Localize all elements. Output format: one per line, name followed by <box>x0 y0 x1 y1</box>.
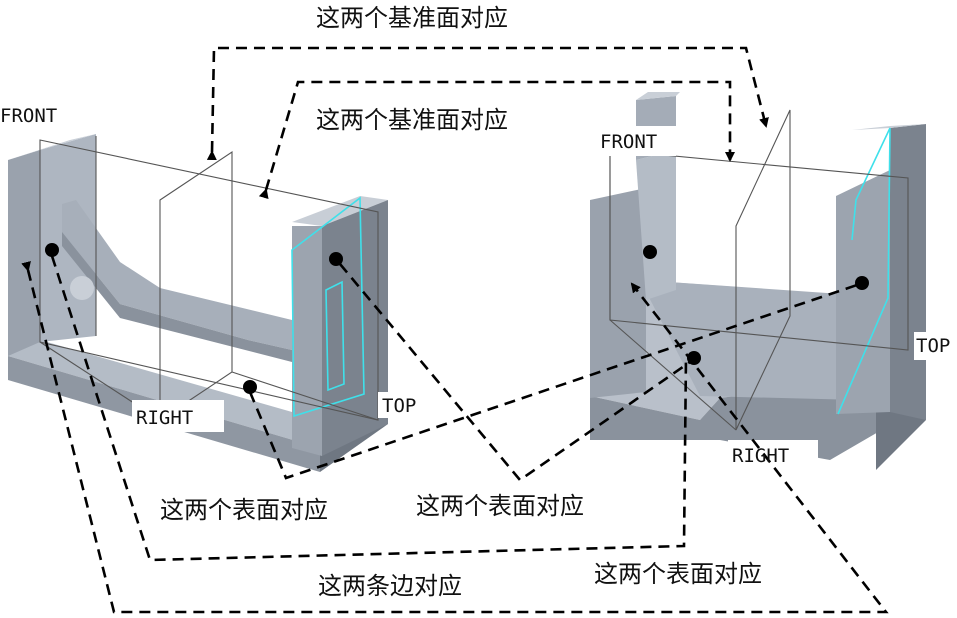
dot-right-front <box>643 245 657 259</box>
label-surface-right: 这两个表面对应 <box>594 560 762 588</box>
leader-surface-mid <box>339 263 691 482</box>
right-right-label: RIGHT <box>732 445 789 467</box>
leader-inner-datum <box>258 80 735 200</box>
left-top-label-bg <box>378 392 428 418</box>
leader-outer-datum <box>206 46 769 161</box>
right-front-label: FRONT <box>600 131 657 153</box>
left-rib <box>62 200 292 350</box>
right-right-post-front <box>836 170 890 414</box>
right-left-post-front <box>590 188 646 398</box>
label-mid-datum: 这两个基准面对应 <box>316 106 508 134</box>
left-right-post-front <box>292 226 322 456</box>
left-right-label-bg <box>132 400 224 432</box>
right-datum-line <box>609 319 737 431</box>
left-right-post-top <box>292 196 388 226</box>
left-top-label: TOP <box>382 395 416 417</box>
left-datum-line-2 <box>231 371 379 421</box>
left-right-label: RIGHT <box>136 407 193 429</box>
label-surface-left: 这两个表面对应 <box>160 496 328 524</box>
label-top-datum: 这两个基准面对应 <box>316 4 508 32</box>
leader-edges <box>50 255 688 562</box>
left-boss <box>70 276 94 300</box>
dot-left-base <box>243 380 257 394</box>
label-edges: 这两条边对应 <box>318 572 462 600</box>
right-top-label: TOP <box>916 335 950 357</box>
right-datum-right-plane <box>735 109 791 431</box>
right-right-post-top <box>852 124 926 130</box>
right-highlight-face <box>837 127 891 415</box>
dot-right-post <box>855 276 869 290</box>
left-front-label: FRONT <box>0 105 57 127</box>
dot-left-front <box>45 243 59 257</box>
left-highlight-face <box>291 196 365 418</box>
right-top-block-top <box>636 92 680 100</box>
right-top-label-bg <box>914 332 957 360</box>
left-front-label-bg <box>0 100 78 130</box>
right-right-label-bg <box>728 440 818 470</box>
leader-surface-left <box>248 282 861 480</box>
label-surface-mid: 这两个表面对应 <box>416 492 584 520</box>
leader-surface-right <box>21 261 889 614</box>
leaders <box>21 46 889 614</box>
left-wall-front <box>8 150 40 356</box>
left-rib-underside <box>62 232 292 362</box>
